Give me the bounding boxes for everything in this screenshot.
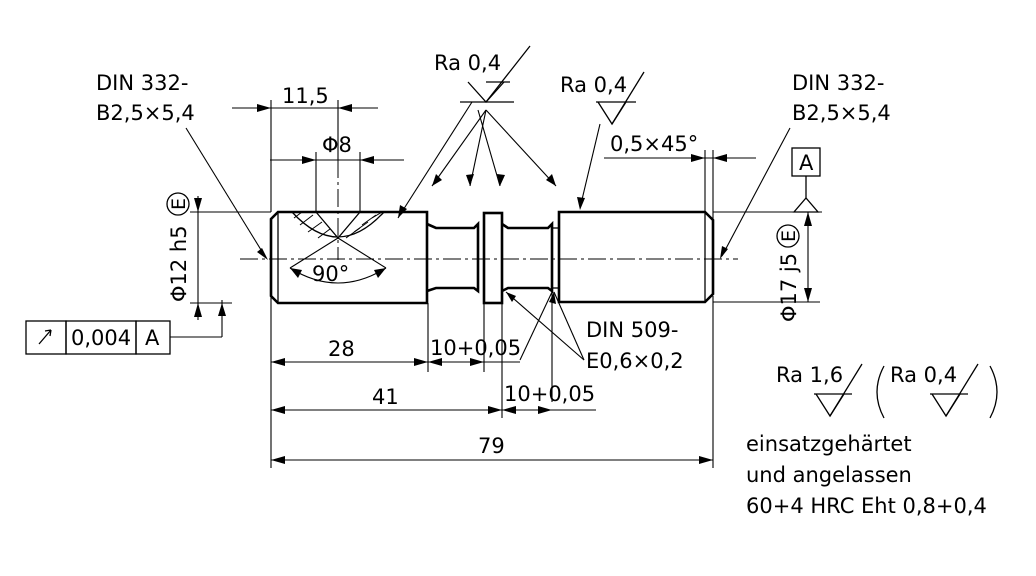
heat-treatment-note: einsatzgehärtet und angelassen 60+4 HRC … xyxy=(746,432,987,518)
ra-general-2-label: Ra 0,4 xyxy=(890,363,957,387)
din332-left-leader xyxy=(185,127,267,259)
chamfer-label: 0,5×45° xyxy=(610,132,698,156)
datum-a: A xyxy=(713,147,822,213)
dim-d8: Φ8 xyxy=(270,133,404,212)
dim-dia-17-label: Φ17 j5 xyxy=(777,253,801,322)
tol-value: 0,004 xyxy=(71,326,131,350)
note-line1: einsatzgehärtet xyxy=(746,432,912,456)
angle-90-dimension: 90° xyxy=(289,237,387,286)
dim-11-5-label: 11,5 xyxy=(282,84,329,108)
ra-top-right-label: Ra 0,4 xyxy=(560,73,627,97)
runout-tolerance-frame: 0,004 A xyxy=(25,300,226,355)
dim-10-a: 10+0,05 xyxy=(428,336,521,366)
dim-79: 79 xyxy=(271,434,713,464)
ra-top-center-label: Ra 0,4 xyxy=(434,51,501,75)
dim-41: 41 xyxy=(271,385,502,414)
din509-line1: DIN 509- xyxy=(586,318,678,342)
din332-right-line1: DIN 332- xyxy=(792,71,884,95)
dim-10-b: 10+0,05 xyxy=(502,382,596,414)
ra-general-1-label: Ra 1,6 xyxy=(776,363,843,387)
envelope-circle-right xyxy=(776,224,800,248)
envelope-left-label: E xyxy=(168,198,190,210)
roughness-top-right: Ra 0,4 xyxy=(560,71,645,210)
center-hole-section xyxy=(291,211,385,240)
dim-10-a-label: 10+0,05 xyxy=(430,336,521,360)
din332-left-line1: DIN 332- xyxy=(96,71,188,95)
shaft-outline xyxy=(269,210,715,305)
dim-dia-12-label: Φ12 h5 xyxy=(167,225,191,302)
dim-10-b-label: 10+0,05 xyxy=(504,382,595,406)
note-line2: und angelassen xyxy=(746,463,912,487)
tol-datum: A xyxy=(145,326,160,350)
paren-close xyxy=(989,365,998,419)
chamfer-dim: 0,5×45° xyxy=(604,132,756,220)
din332-right-leader xyxy=(721,127,791,257)
dim-41-label: 41 xyxy=(372,385,399,409)
din332-right-line2: B2,5×5,4 xyxy=(792,101,891,125)
datum-a-label: A xyxy=(799,151,814,175)
din509-line2: E0,6×0,2 xyxy=(586,349,684,373)
din509-callout: DIN 509- E0,6×0,2 xyxy=(505,291,684,373)
runout-arrow-icon xyxy=(38,329,52,345)
roughness-top-center: Ra 0,4 xyxy=(397,45,557,219)
note-line3: 60+4 HRC Eht 0,8+0,4 xyxy=(746,494,987,518)
dim-dia-17: Φ17 j5 E xyxy=(713,212,820,322)
paren-open xyxy=(876,365,885,419)
envelope-circle-left xyxy=(166,192,190,216)
dim-dia-12: Φ12 h5 E xyxy=(166,192,271,320)
dim-28-label: 28 xyxy=(328,337,355,361)
general-roughness: Ra 1,6 Ra 0,4 xyxy=(776,363,998,419)
dim-28: 28 xyxy=(271,337,428,366)
angle-90-label: 90° xyxy=(312,262,349,286)
dim-79-label: 79 xyxy=(478,434,505,458)
envelope-right-label: E xyxy=(778,230,800,242)
dim-11-5: 11,5 xyxy=(232,84,378,212)
din332-left-line2: B2,5×5,4 xyxy=(96,101,195,125)
dim-d8-label: Φ8 xyxy=(322,133,352,157)
